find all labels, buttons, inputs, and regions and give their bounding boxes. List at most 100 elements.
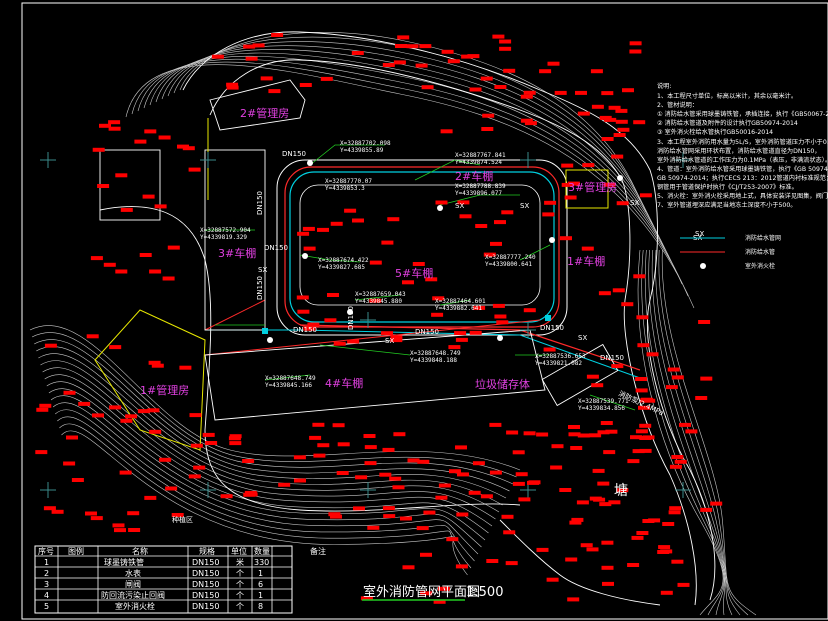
elevation-tag <box>112 523 125 528</box>
elevation-tag <box>147 408 160 413</box>
elevation-tag <box>415 63 428 68</box>
elevation-tag <box>317 227 329 232</box>
contour-line <box>149 52 671 261</box>
elevation-tag <box>490 241 502 246</box>
table-header: 单位 <box>231 546 247 556</box>
elevation-tag <box>423 510 436 515</box>
elevation-tag <box>523 90 536 95</box>
pipe-label: DN150 <box>415 328 439 336</box>
elevation-tag <box>149 429 162 434</box>
pipe-label: DN150 <box>347 306 355 330</box>
elevation-tag <box>480 494 493 499</box>
coord-x: X=32887702.098 <box>340 140 391 147</box>
pipe-label: DN150 <box>264 244 288 252</box>
building-outlines <box>99 79 619 421</box>
elevation-tag <box>518 497 531 502</box>
elevation-tag <box>592 468 605 473</box>
table-cell: 1 <box>44 558 49 567</box>
elevation-tag <box>671 375 684 380</box>
elevation-tag <box>328 512 341 517</box>
elevation-tag <box>438 483 451 488</box>
elevation-tag <box>536 547 549 552</box>
table-cell: 球墨铸铁管 <box>104 557 144 567</box>
elevation-tag <box>636 315 649 320</box>
elevation-tag <box>420 552 432 557</box>
elevation-tag <box>115 269 128 274</box>
elevation-tags <box>35 33 723 604</box>
elevation-tag <box>640 398 653 403</box>
elevation-tag <box>278 482 291 487</box>
coord-x: X=32887539.771 <box>578 398 629 405</box>
elevation-tag <box>611 364 624 369</box>
elevation-tag <box>582 163 595 168</box>
elevation-tag <box>494 314 507 319</box>
elevation-tag <box>99 123 111 128</box>
elevation-tag <box>671 455 684 459</box>
contour-line <box>125 64 695 309</box>
elevation-tag <box>355 475 368 480</box>
elevation-tag <box>51 509 64 514</box>
elevation-tag <box>480 76 493 81</box>
legend-hydrant-icon <box>700 263 706 269</box>
elevation-tag <box>360 596 373 601</box>
elevation-tag <box>171 513 184 517</box>
note-line: 消防给水管网采用环状布置，消防给水管道直径为DN150， <box>657 147 821 155</box>
building-label-4-shed: 4#车棚 <box>325 376 363 390</box>
elevation-tag <box>456 512 469 517</box>
elevation-tag <box>144 129 157 134</box>
elevation-tag <box>293 455 306 460</box>
elevation-tag <box>226 82 239 87</box>
elevation-tag <box>636 531 649 535</box>
elevation-tag <box>499 46 512 51</box>
elevation-tag <box>547 61 560 66</box>
elevation-tag <box>103 262 116 267</box>
elevation-tag <box>494 85 507 89</box>
elevation-tag <box>193 465 206 470</box>
contour-line <box>167 41 653 225</box>
elevation-tag <box>303 246 316 251</box>
elevation-tag <box>309 435 322 440</box>
elevation-tag <box>382 506 395 511</box>
elevation-tag <box>441 49 454 54</box>
elevation-tag <box>700 507 713 512</box>
elevation-tag <box>390 338 403 343</box>
elevation-tag <box>149 269 162 274</box>
elevation-tag <box>603 450 616 455</box>
elevation-tag <box>591 383 604 388</box>
pipe-label: DN150 <box>540 324 564 332</box>
elevation-tag <box>550 465 563 470</box>
elevation-tag <box>586 547 599 552</box>
elevation-tag <box>330 514 342 519</box>
elevation-tag <box>260 76 273 81</box>
elevation-tag <box>63 390 76 395</box>
elevation-tag <box>597 481 610 486</box>
elevation-tag <box>142 194 155 199</box>
elevation-tag <box>297 231 310 236</box>
elevation-tag <box>151 363 164 368</box>
elevation-tag <box>109 345 122 350</box>
elevation-tag <box>668 510 681 515</box>
building-label-2-shed: 2#车棚 <box>455 169 493 183</box>
elevation-tag <box>469 87 482 92</box>
contour-line <box>661 249 757 616</box>
elevation-tag <box>144 495 157 500</box>
elevation-tag <box>35 450 48 455</box>
elevation-tag <box>660 590 673 595</box>
building-label-garbage: 垃圾储存体 <box>475 377 530 391</box>
elevation-tag <box>412 262 425 266</box>
elevation-tag <box>568 432 581 437</box>
elevation-tag <box>383 514 396 519</box>
contour-line <box>48 388 489 534</box>
elevation-tag <box>599 502 612 507</box>
elevation-tag <box>97 184 110 188</box>
elevation-tag <box>567 597 580 602</box>
elevation-tag <box>397 35 410 40</box>
elevation-tag <box>505 561 518 566</box>
sx-labels: SX SX SX SX SX SX SX <box>258 199 704 345</box>
elevation-tag <box>635 429 648 434</box>
elevation-tag <box>90 516 103 521</box>
management-zones <box>94 118 609 451</box>
sx-label: SX <box>455 202 464 210</box>
